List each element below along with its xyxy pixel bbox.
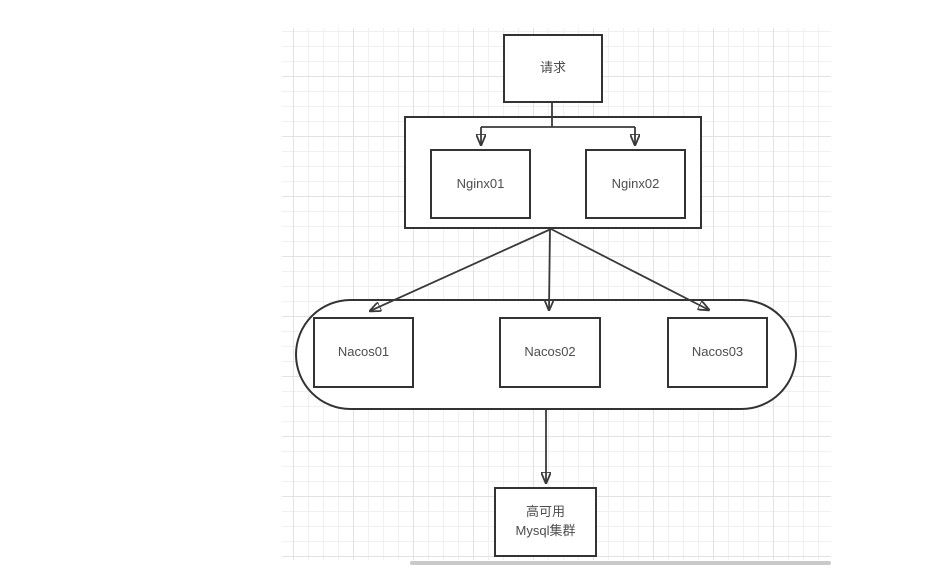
node-nacos01-label: Nacos01 [337, 344, 390, 360]
node-nacos02-label: Nacos02 [524, 344, 576, 360]
node-request-label: 请求 [539, 60, 566, 76]
node-nginx01[interactable]: Nginx01 [430, 149, 531, 219]
node-nginx01-label: Nginx01 [456, 175, 505, 191]
node-nacos01[interactable]: Nacos01 [313, 317, 414, 388]
node-nacos02[interactable]: Nacos02 [499, 317, 601, 388]
node-nacos03[interactable]: Nacos03 [667, 317, 768, 388]
node-mysql[interactable]: 高可用 Mysql集群 [494, 487, 597, 557]
node-request[interactable]: 请求 [503, 34, 603, 103]
node-nacos03-label: Nacos03 [691, 344, 744, 360]
node-nginx02-label: Nginx02 [611, 175, 660, 191]
node-mysql-label: 高可用 Mysql集群 [515, 504, 576, 538]
diagram-canvas[interactable] [282, 28, 831, 560]
node-nginx02[interactable]: Nginx02 [585, 149, 686, 219]
horizontal-scrollbar-thumb[interactable] [410, 561, 831, 565]
